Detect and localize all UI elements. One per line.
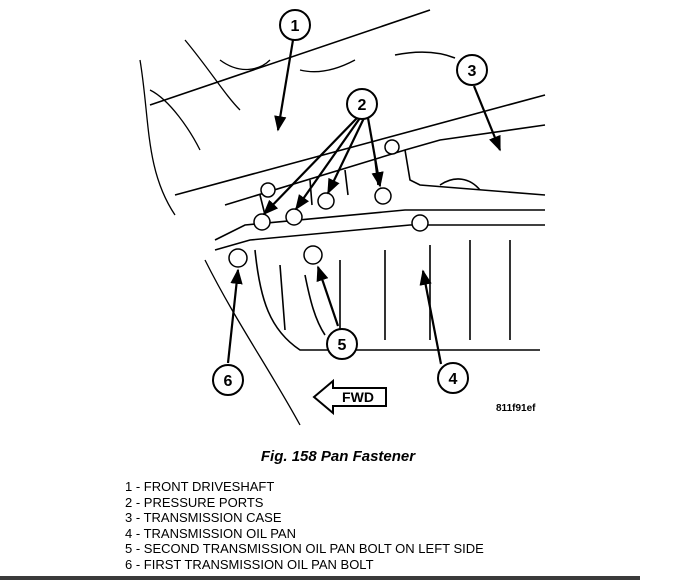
svg-text:6: 6 [224,373,233,390]
transmission-oil-pan [214,209,545,351]
legend-item: 5 - SECOND TRANSMISSION OIL PAN BOLT ON … [125,541,484,557]
callout-4: 4 [437,362,469,394]
svg-text:2: 2 [358,97,367,114]
callout-6: 6 [212,364,244,396]
engine-outline [139,39,356,426]
legend-list: 1 - FRONT DRIVESHAFT 2 - PRESSURE PORTS … [125,479,484,573]
callout-2: 2 [346,88,378,120]
svg-text:3: 3 [468,63,477,80]
svg-text:1: 1 [291,18,300,35]
leader-lines [226,39,502,365]
legend-item: 4 - TRANSMISSION OIL PAN [125,525,296,541]
callout-5: 5 [326,328,358,360]
figure-id-code: 811f91ef [496,403,536,414]
oil-pan-bolts [228,214,429,268]
legend-item: 6 - FIRST TRANSMISSION OIL PAN BOLT [125,556,374,572]
pan-fastener-illustration: 1 2 3 4 5 6 FWD 811f91ef [139,9,546,426]
svg-text:FWD: FWD [342,389,374,405]
bottom-divider [0,576,640,580]
callout-1: 1 [279,9,311,41]
svg-text:4: 4 [449,371,458,388]
svg-text:5: 5 [338,337,347,354]
pressure-ports [253,139,400,231]
legend-item: 3 - TRANSMISSION CASE [125,510,282,526]
fwd-arrow: FWD [312,378,387,416]
legend-item: 1 - FRONT DRIVESHAFT [125,479,275,494]
figure-caption: Fig. 158 Pan Fastener [260,448,416,465]
legend-item: 2 - PRESSURE PORTS [125,494,264,510]
callout-3: 3 [456,54,488,86]
